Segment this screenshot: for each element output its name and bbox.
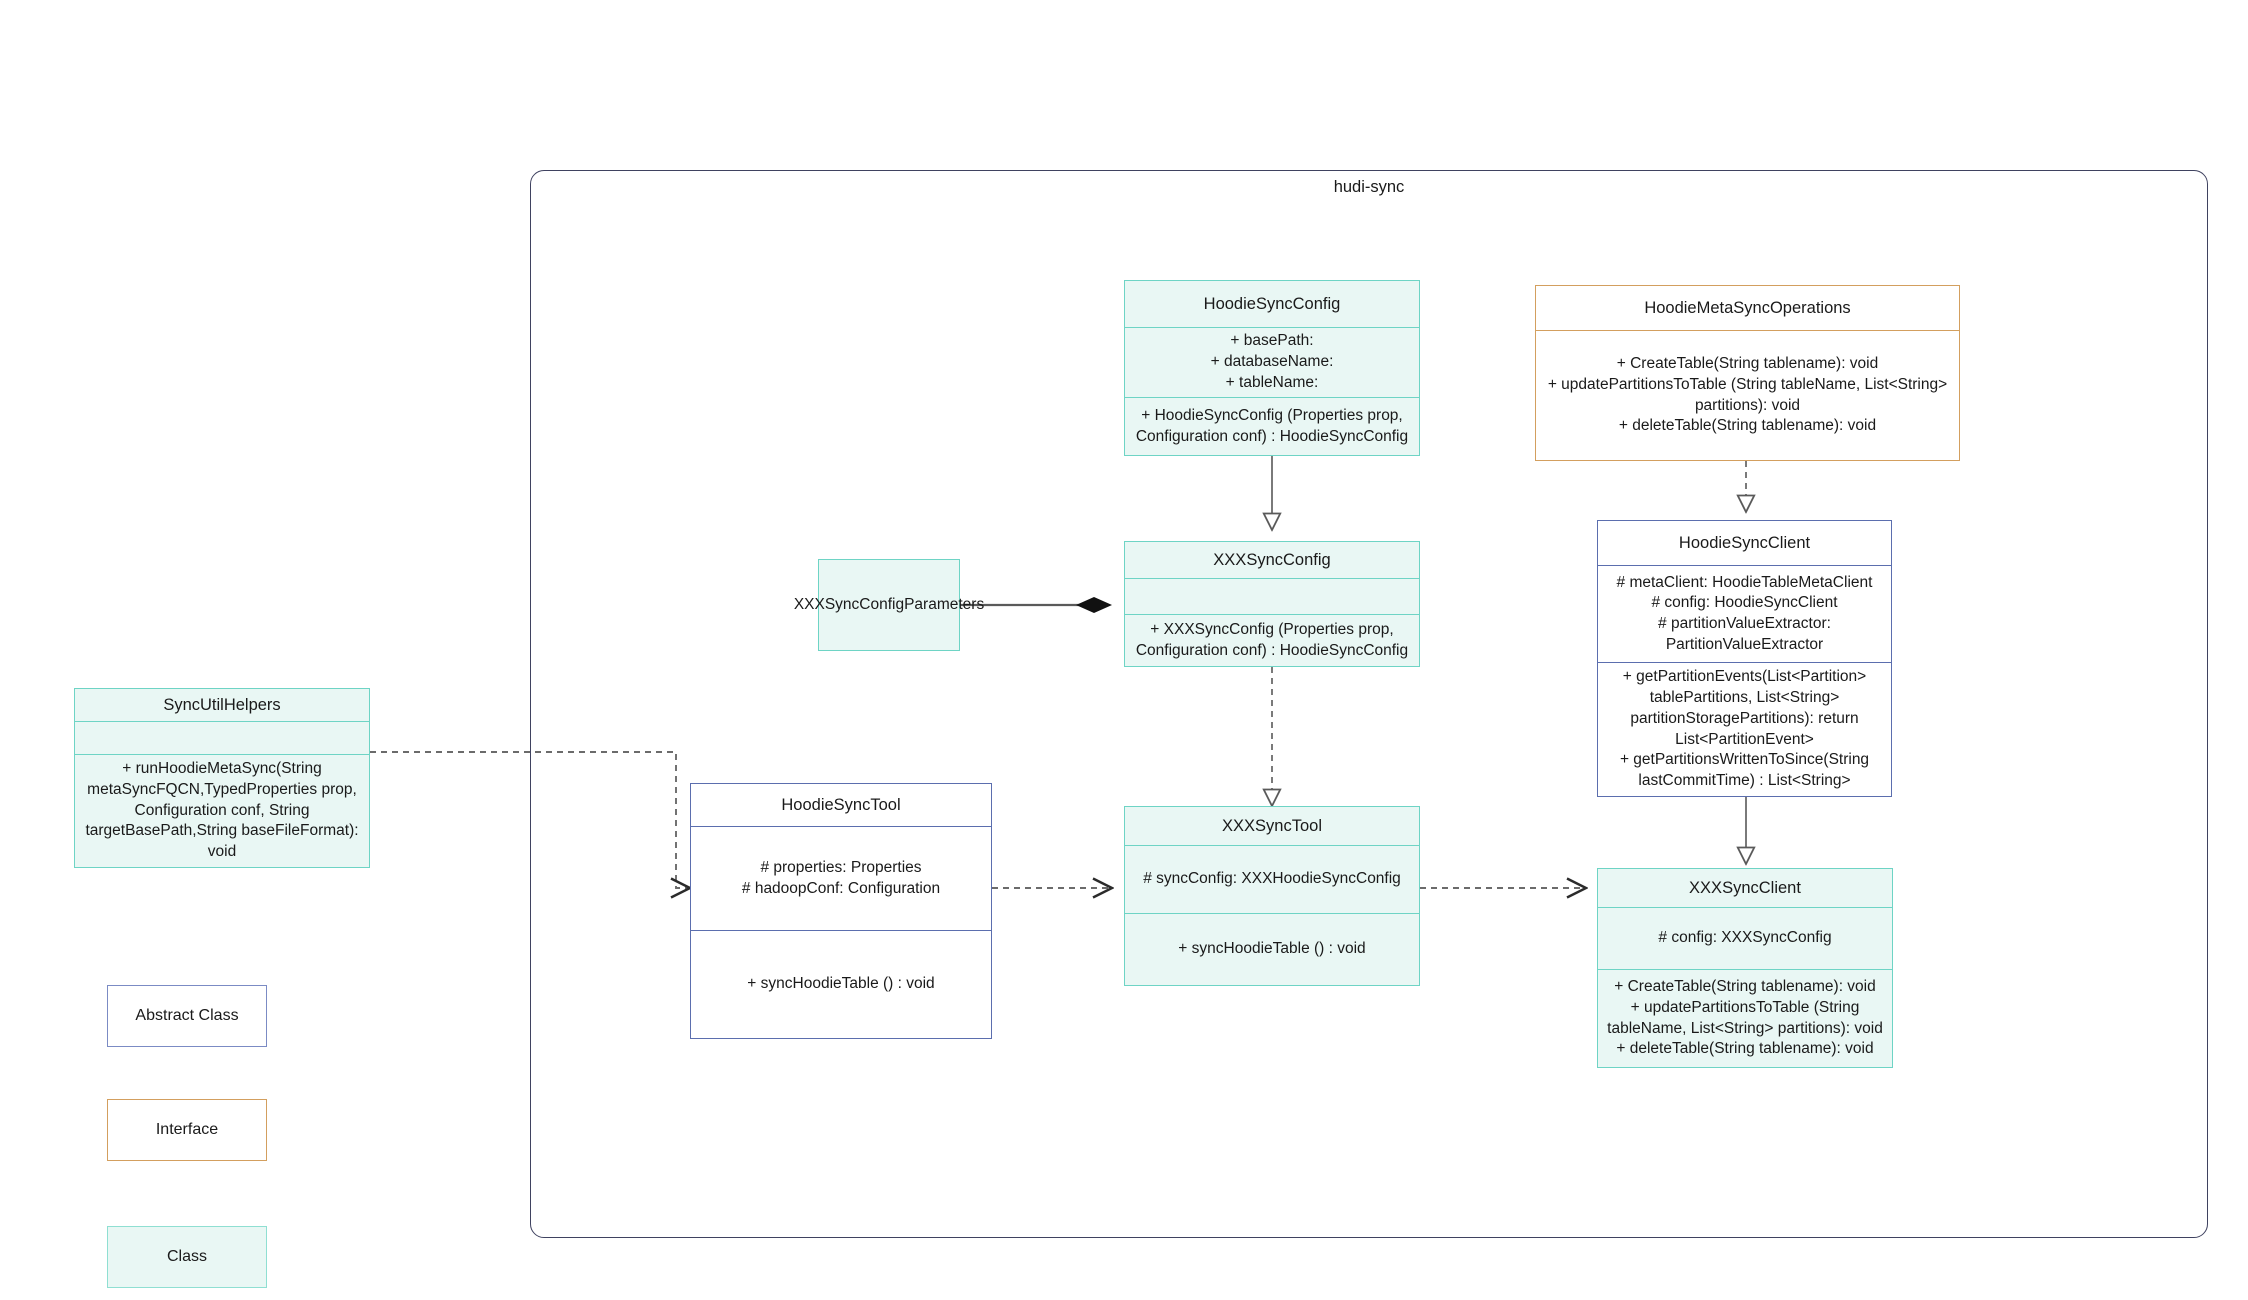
class-methods-hoodie-sync-config: + HoodieSyncConfig (Properties prop, Con… xyxy=(1125,397,1419,455)
class-name-xxx-sync-config: XXXSyncConfig xyxy=(1213,550,1331,569)
class-name-hoodie-sync-tool: HoodieSyncTool xyxy=(781,795,901,814)
legend-abstract-class-label: Abstract Class xyxy=(135,1007,239,1024)
legend-interface: Interface xyxy=(107,1099,267,1161)
class-attributes-xxx-sync-config xyxy=(1125,578,1419,614)
class-name-sync-util-helpers: SyncUtilHelpers xyxy=(163,696,281,715)
class-box-xxx-sync-client[interactable]: XXXSyncClient # config: XXXSyncConfig + … xyxy=(1597,868,1893,1068)
class-methods-sync-util-helpers: + runHoodieMetaSync(String metaSyncFQCN,… xyxy=(75,754,369,867)
class-attributes-sync-util-helpers xyxy=(75,721,369,754)
class-methods-hoodie-sync-client: + getPartitionEvents(List<Partition> tab… xyxy=(1598,662,1891,796)
class-name-xxx-sync-tool: XXXSyncTool xyxy=(1222,816,1322,835)
interface-name-hoodie-meta-sync-operations: HoodieMetaSyncOperations xyxy=(1644,298,1851,317)
abstract-class-box-hoodie-sync-client[interactable]: HoodieSyncClient # metaClient: HoodieTab… xyxy=(1597,520,1892,797)
class-name-hoodie-sync-config: HoodieSyncConfig xyxy=(1203,294,1341,313)
class-attributes-hoodie-sync-tool: # properties: Properties # hadoopConf: C… xyxy=(691,826,991,930)
legend-class: Class xyxy=(107,1226,267,1288)
legend-class-label: Class xyxy=(166,1248,207,1265)
class-name-hoodie-sync-client: HoodieSyncClient xyxy=(1678,533,1811,552)
class-name-xxx-sync-client: XXXSyncClient xyxy=(1689,878,1801,897)
class-methods-xxx-sync-client: + CreateTable(String tablename): void + … xyxy=(1598,969,1892,1067)
class-attributes-hoodie-sync-client: # metaClient: HoodieTableMetaClient # co… xyxy=(1598,564,1891,663)
legend-abstract-class: Abstract Class xyxy=(107,985,267,1047)
class-name-xxx-sync-config-parameters: XXXSyncConfigParameters xyxy=(793,595,985,613)
class-methods-xxx-sync-config: + XXXSyncConfig (Properties prop, Config… xyxy=(1125,614,1419,666)
class-attributes-xxx-sync-tool: # syncConfig: XXXHoodieSyncConfig xyxy=(1125,845,1419,913)
class-box-hoodie-sync-config[interactable]: HoodieSyncConfig + basePath: + databaseN… xyxy=(1124,280,1420,456)
class-box-sync-util-helpers[interactable]: SyncUtilHelpers + runHoodieMetaSync(Stri… xyxy=(74,688,370,868)
interface-methods-hoodie-meta-sync-operations: + CreateTable(String tablename): void + … xyxy=(1536,330,1959,460)
class-methods-xxx-sync-tool: + syncHoodieTable () : void xyxy=(1125,913,1419,985)
class-box-xxx-sync-config-parameters[interactable]: XXXSyncConfigParameters xyxy=(793,559,985,651)
class-box-xxx-sync-tool[interactable]: XXXSyncTool # syncConfig: XXXHoodieSyncC… xyxy=(1124,806,1420,986)
package-title: hudi-sync xyxy=(1333,178,1405,196)
class-methods-hoodie-sync-tool: + syncHoodieTable () : void xyxy=(691,930,991,1038)
package-hudi-sync xyxy=(530,170,2208,1238)
abstract-class-box-hoodie-sync-tool[interactable]: HoodieSyncTool # properties: Properties … xyxy=(690,783,992,1039)
class-attributes-hoodie-sync-config: + basePath: + databaseName: + tableName: xyxy=(1125,327,1419,397)
class-box-xxx-sync-config[interactable]: XXXSyncConfig + XXXSyncConfig (Propertie… xyxy=(1124,541,1420,667)
interface-box-hoodie-meta-sync-operations[interactable]: HoodieMetaSyncOperations + CreateTable(S… xyxy=(1535,285,1960,461)
class-attributes-xxx-sync-client: # config: XXXSyncConfig xyxy=(1598,907,1892,969)
legend-interface-label: Interface xyxy=(155,1121,219,1138)
